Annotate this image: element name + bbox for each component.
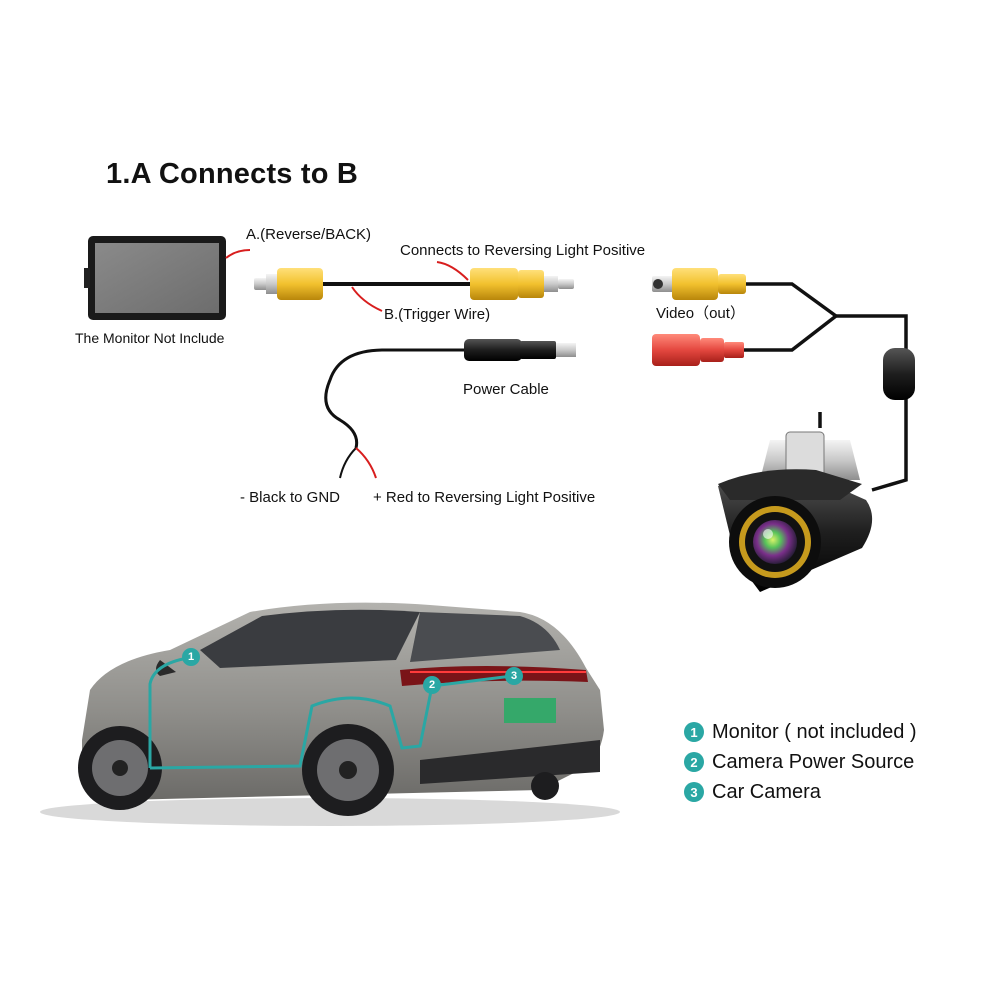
- power-cable: [326, 339, 576, 478]
- route-marker-3: 3: [505, 667, 523, 685]
- label-black-gnd: - Black to GND: [240, 489, 340, 506]
- legend-item-power-source: 2 Camera Power Source: [684, 747, 917, 777]
- legend-text: Camera Power Source: [712, 751, 914, 774]
- label-connects-positive: Connects to Reversing Light Positive: [400, 242, 645, 259]
- label-a-reverse: A.(Reverse/BACK): [246, 226, 371, 243]
- label-video-out: Video（out）: [656, 302, 745, 323]
- camera-image: [718, 432, 872, 592]
- label-monitor-not-included: The Monitor Not Include: [75, 330, 224, 346]
- legend-text: Car Camera: [712, 781, 821, 804]
- cable-filter: [883, 348, 915, 400]
- legend-item-monitor: 1 Monitor ( not included ): [684, 717, 917, 747]
- legend-text: Monitor ( not included ): [712, 721, 917, 744]
- power-dc-jack: [652, 334, 744, 366]
- legend-badge: 2: [684, 752, 704, 772]
- label-red-positive: + Red to Reversing Light Positive: [373, 489, 595, 506]
- route-marker-1: 1: [182, 648, 200, 666]
- trigger-cable: [254, 268, 574, 300]
- label-b-trigger: B.(Trigger Wire): [384, 306, 490, 323]
- legend-item-car-camera: 3 Car Camera: [684, 777, 917, 807]
- legend-badge: 3: [684, 782, 704, 802]
- video-rca-jack: [652, 268, 746, 300]
- monitor-image: [84, 236, 226, 320]
- label-power-cable: Power Cable: [463, 381, 549, 398]
- legend: 1 Monitor ( not included ) 2 Camera Powe…: [684, 717, 917, 807]
- route-marker-2: 2: [423, 676, 441, 694]
- legend-badge: 1: [684, 722, 704, 742]
- car-image: [40, 603, 620, 826]
